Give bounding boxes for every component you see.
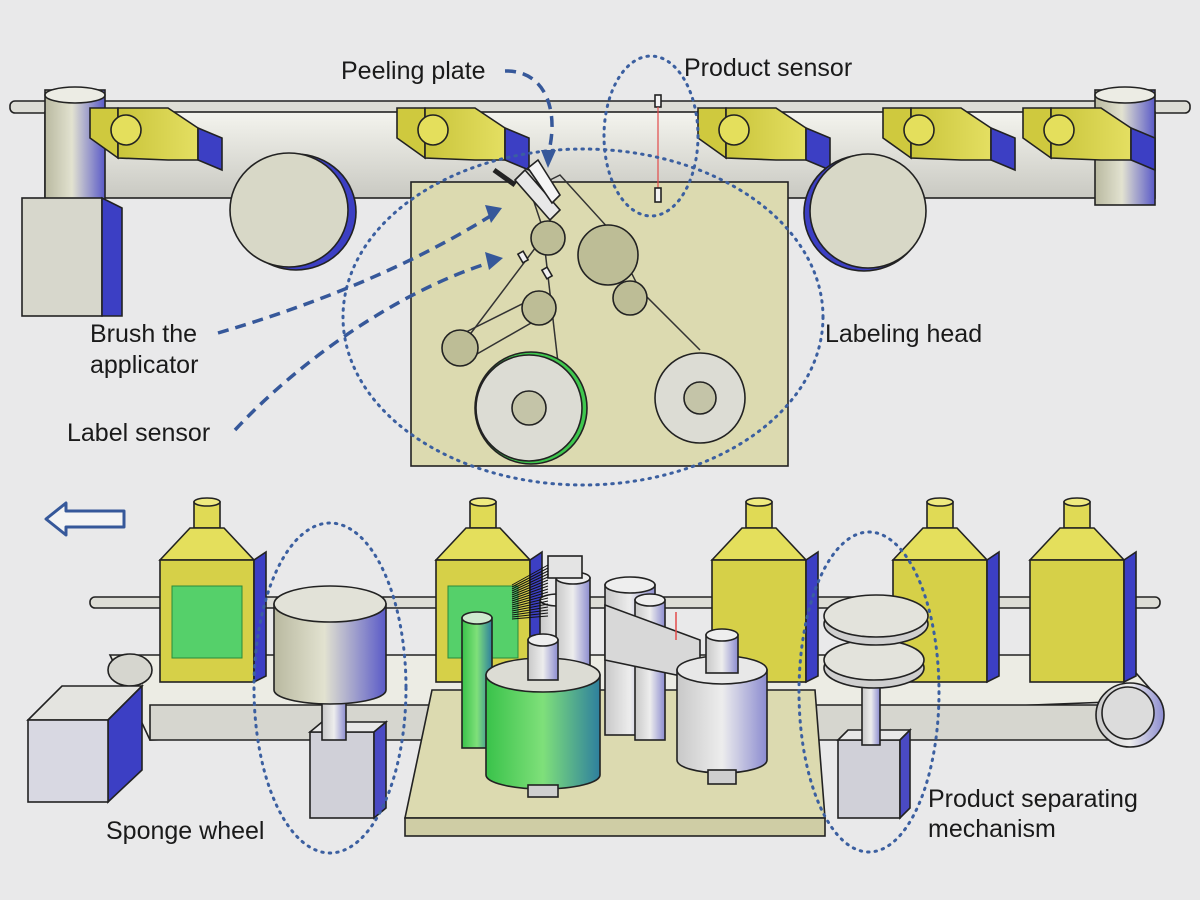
label-labeling-head: Labeling head [825,320,982,348]
label-brush-line2: applicator [90,351,198,379]
label-sensor-arrowhead [485,252,503,270]
labeling-head-plate [410,158,789,467]
labeling-head-callout [341,147,825,487]
motor-box [26,684,144,804]
top-bottle [882,107,1016,172]
side-view [26,497,1165,855]
label-separating-line1: Product separating [928,785,1138,813]
label-sensor-arrow [233,260,493,432]
side-bottle [158,497,267,684]
peeling-plate-arrow [504,69,554,156]
sponge-wheel [273,585,389,820]
label-brush-line1: Brush the [90,320,197,348]
label-separating-line2: mechanism [928,815,1056,843]
top-bottle [697,107,831,172]
top-left-pulley [21,86,123,317]
top-view [9,54,1191,487]
side-bottle [1028,497,1137,684]
top-left-wheel [229,152,357,271]
top-conveyor-rail [9,100,1191,114]
brush-bristles [511,564,549,620]
labeling-head-base [404,555,826,837]
label-sponge-wheel: Sponge wheel [106,817,264,845]
separating-mechanism-callout [797,530,941,854]
label-peeling-plate: Peeling plate [341,57,486,85]
brush-arrowhead [485,205,502,223]
product-sensor-callout [602,54,700,218]
peeling-plate-arrowhead [541,150,556,168]
top-bottles [89,107,1156,172]
sponge-wheel-callout [252,521,408,855]
top-right-wheel [803,153,927,272]
label-product-sensor: Product sensor [684,54,852,82]
label-label-sensor: Label sensor [67,419,210,447]
product-sensor [654,94,662,203]
arrow-left-icon [44,501,126,537]
top-bottle [89,107,223,172]
top-bottle [1022,107,1156,172]
brush-arrow [217,213,493,335]
separating-mechanism [823,594,929,820]
